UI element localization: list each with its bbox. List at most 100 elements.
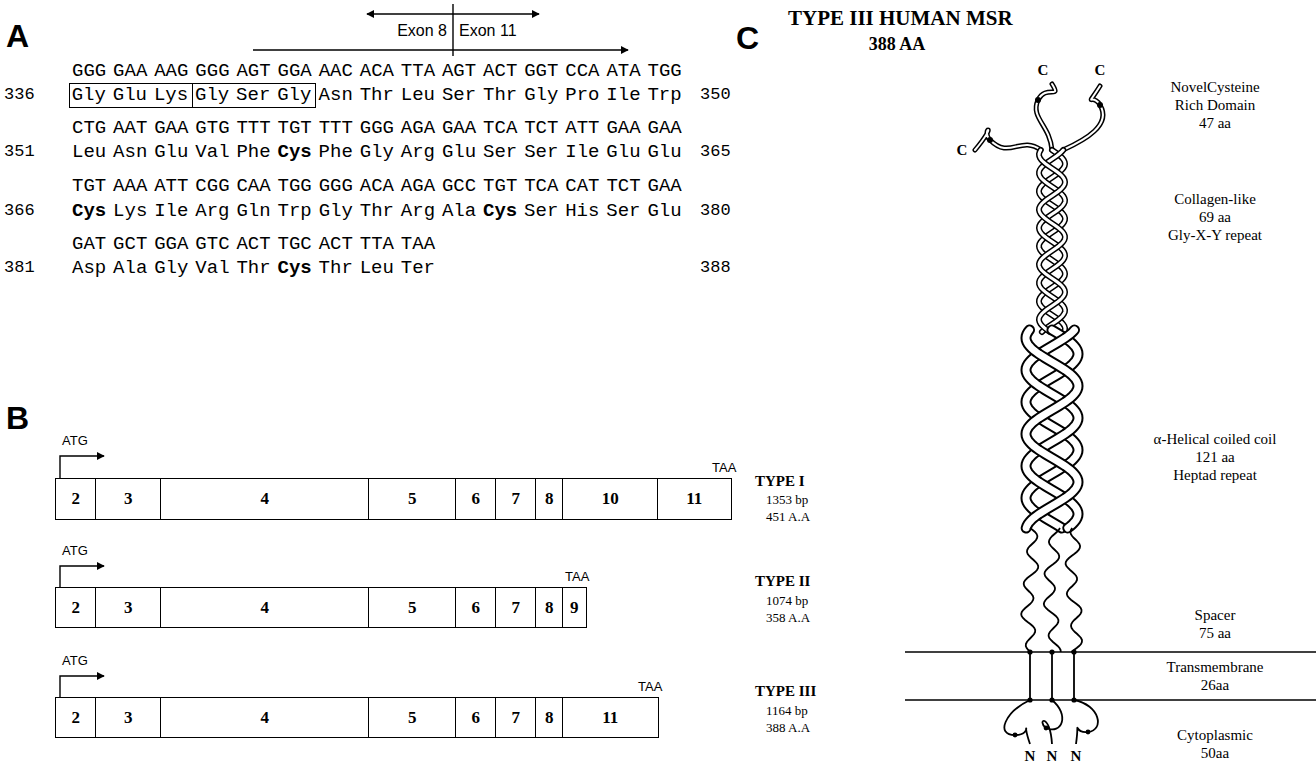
collagen-strand [1039,150,1065,332]
exon-number: 4 [261,708,270,728]
residue-number: 366 [4,200,35,222]
cytoplasmic-tail [1004,700,1030,744]
residue-number: 336 [4,84,35,106]
sequence-text: Leu Asn Glu Val Phe [72,141,271,163]
membrane-dot [1071,649,1076,654]
exon-number: 2 [72,598,81,618]
sequence-text: GGG GAA AAG GGG AGT GGA AAC ACA TTA AGT … [72,60,682,82]
domain-label: NovelCysteine Rich Domain [1160,78,1270,114]
transmembrane-strand [1029,652,1031,700]
panel-letter: C [736,20,759,56]
coiled-coil-strand [1026,330,1078,528]
exon-box: 2 [55,697,97,738]
sequence-text: Gly Glu Lys [72,84,188,106]
domain-label: Spacer [1135,606,1295,624]
exon-box: 7 [495,478,537,520]
isoform-name: TYPE I [755,472,805,490]
cysteine-loop [975,130,1041,150]
sequence-text: Ser His Ser Glu [524,200,682,222]
cysteine-loop [1036,84,1055,150]
exon-number: 6 [472,489,481,509]
domain-label: Heptad repeat [1135,466,1295,484]
exon-box: 3 [95,587,162,628]
coiled-coil-strand [1026,330,1078,528]
codon-label: TAA [565,569,589,584]
exon-box: 4 [160,478,370,520]
sequence-text: Lys Ile Arg Gln Trp Gly Thr Arg Ala [113,200,476,222]
figure-subtitle: 388 AA [869,34,926,55]
domain-label: 75 aa [1135,624,1295,642]
terminus-label: N [1025,748,1036,765]
membrane-dot [1049,649,1054,654]
domain-label: 121 aa [1135,448,1295,466]
collagen-strand [1039,150,1065,332]
residue-number: 388 [700,257,731,279]
cysteine-loop [1036,84,1055,150]
exon-number: 5 [408,598,417,618]
domain-label: Gly-X-Y repeat [1135,226,1295,244]
exon-box: 6 [455,587,497,628]
exon-box: 6 [455,478,497,520]
exon-box: 5 [368,587,457,628]
disulfide-dot [1035,97,1041,103]
start-arrow [60,566,104,587]
exon-box: 7 [495,587,537,628]
cysteine-residue: Cys [72,200,106,222]
sequence-text: GAT GCT GGA GTC ACT TGC ACT TTA TAA [72,233,435,255]
collagen-strand [1039,150,1065,332]
spacer-strand [1021,528,1038,652]
sequence-text: CTG AAT GAA GTG TTT TGT TTT GGG AGA GAA … [72,117,682,139]
exon-number: 11 [602,708,618,728]
transmembrane-strand [1051,652,1053,700]
domain-label: Transmembrane [1135,658,1295,676]
exon-number: 3 [124,708,133,728]
panel-letter: A [6,18,29,54]
residue-number: 351 [4,141,35,163]
isoform-size: 358 A.A [766,610,810,625]
exon-box: 11 [657,478,732,520]
exon-number: 2 [72,708,81,728]
codon-label: TAA [638,679,662,694]
codon-label: TAA [712,460,736,475]
isoform-name: TYPE II [755,572,810,590]
terminus-label: C [1095,62,1106,79]
cysteine-loop [975,130,1041,150]
sequence-text: Asn Thr Leu Ser Thr Gly Pro Ile Trp [319,84,682,106]
receptor-illustration [975,84,1103,744]
tail-dot [1044,726,1049,731]
start-arrow [60,456,104,478]
sequence-text: Gly Ser Gly [195,84,311,106]
exon-box: 5 [368,478,457,520]
domain-label: 69 aa [1135,208,1295,226]
exon-box: 7 [495,697,537,738]
exon-number: 6 [472,708,481,728]
tail-dot [1013,733,1018,738]
domain-label: Cytoplasmic [1135,726,1295,744]
residue-number: 380 [700,200,731,222]
residue-number: 365 [700,141,731,163]
exon-number: 2 [72,489,81,509]
disulfide-dot [1097,102,1103,108]
disulfide-dot [987,137,993,143]
domain-label: α-Helical coiled coil [1135,430,1295,448]
cysteine-loop [1063,86,1103,150]
exon-number: 4 [261,598,270,618]
exon-box: 8 [535,478,564,520]
sequence-text: Phe Gly Arg Glu Ser Ser Ile Glu Glu [319,141,682,163]
start-arrow [60,676,104,697]
exon-label: Exon 11 [459,22,517,40]
cysteine-loop [1063,86,1103,150]
exon-number: 8 [545,708,554,728]
coiled-coil-strand [1026,330,1078,528]
exon-label: Exon 8 [397,22,447,40]
exon-number: 9 [570,598,579,618]
terminus-label: N [1071,748,1082,765]
exon-number: 7 [512,598,521,618]
motif-box: Gly Ser Gly [192,83,317,108]
domain-label: 26aa [1135,676,1295,694]
coiled-coil-strand [1026,330,1078,528]
codon-label: ATG [62,543,88,558]
cysteine-residue: Cys [483,200,517,222]
